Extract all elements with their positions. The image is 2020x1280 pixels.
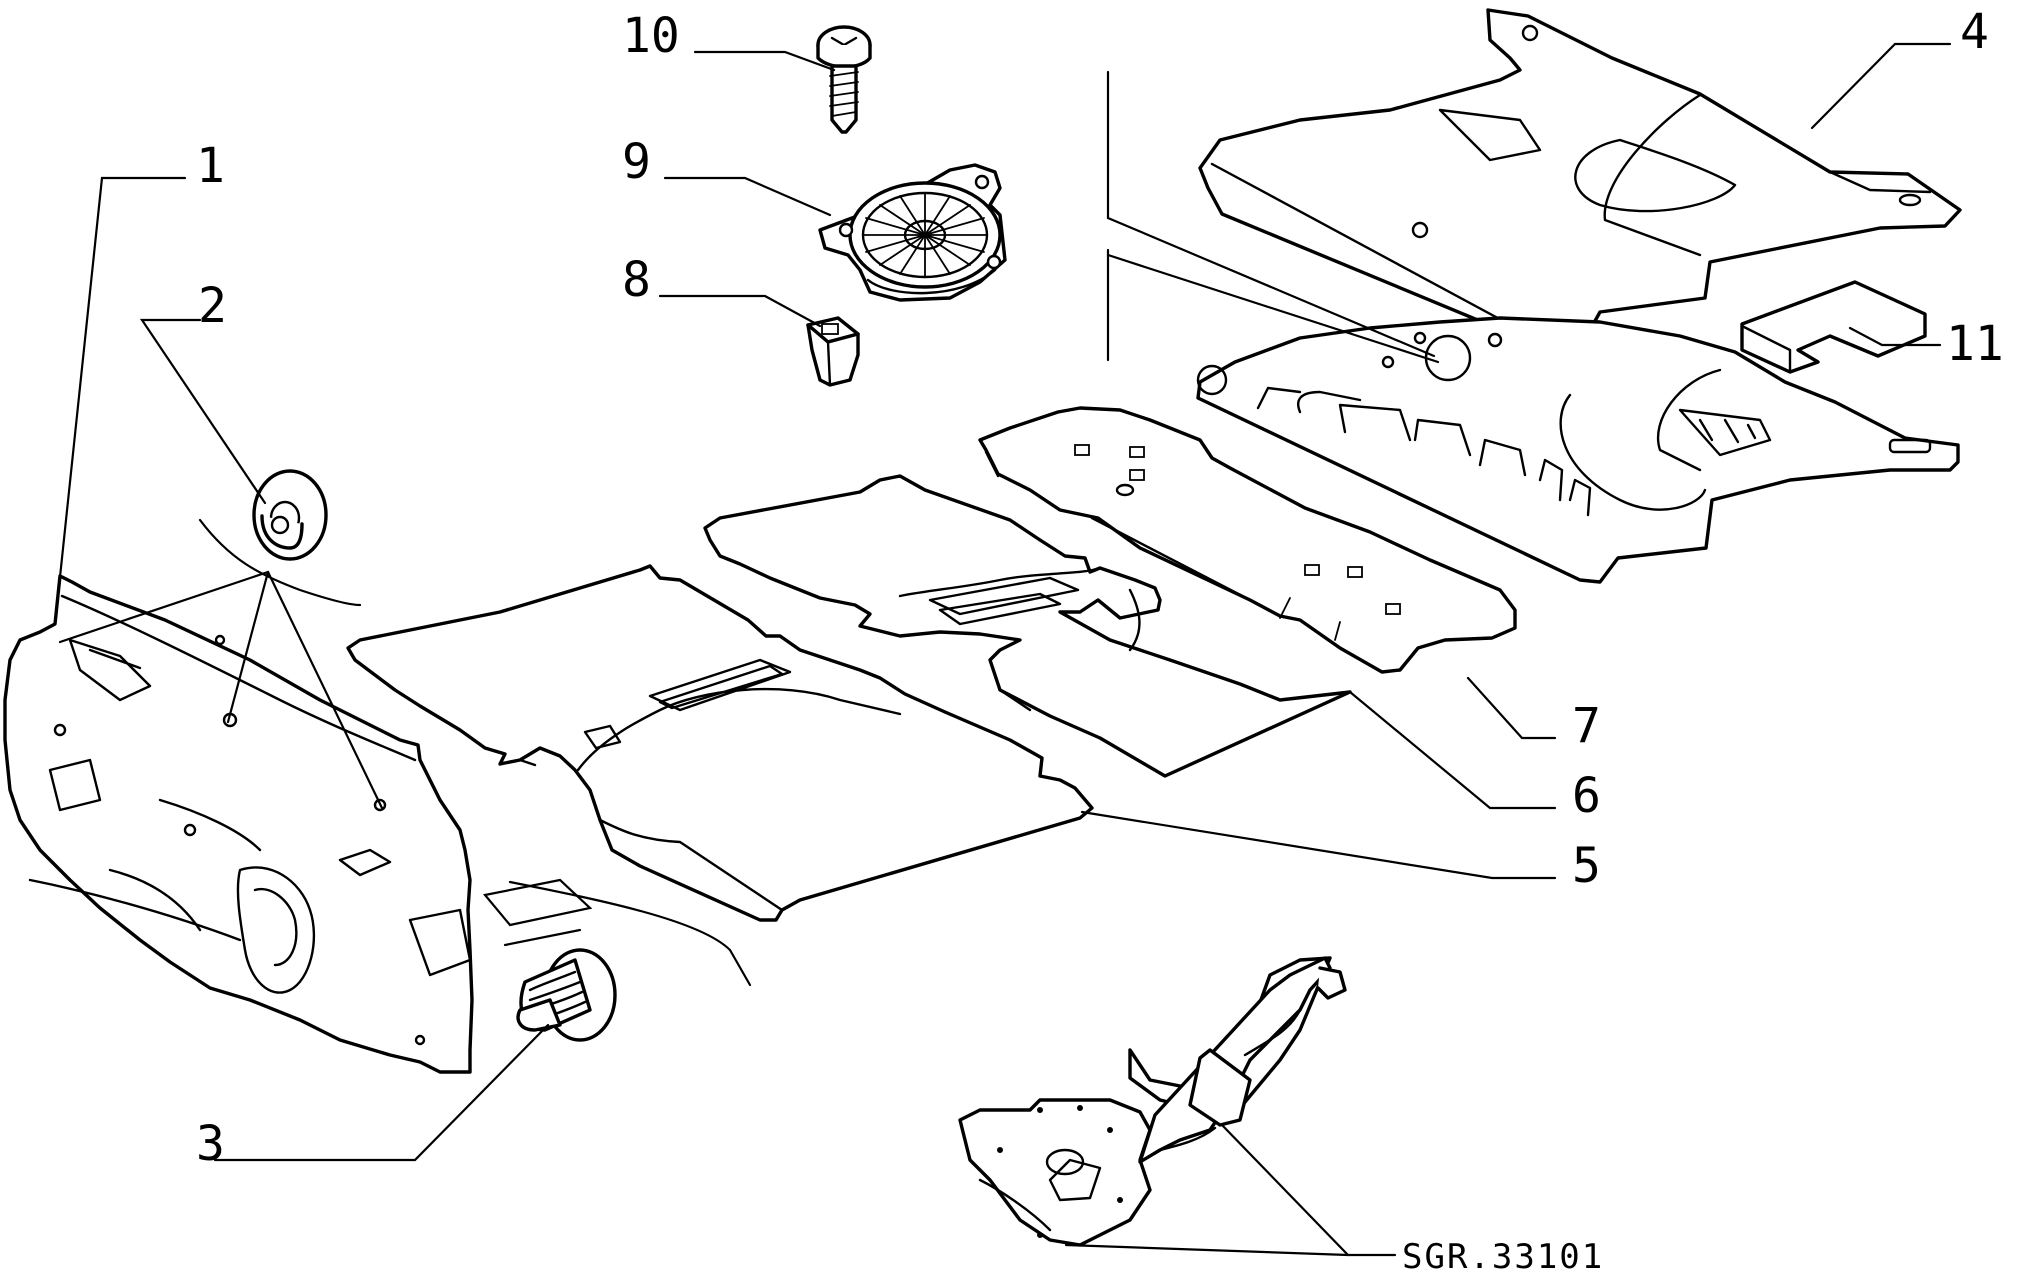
callout-7: 7 (1572, 698, 1601, 754)
drawing-reference-code: SGR.33101 (1402, 1237, 1604, 1277)
guide-line-1 (198, 518, 362, 607)
callout-3: 3 (196, 1116, 225, 1172)
leader-lines (56, 42, 1952, 1257)
front-frame-rail-assembly (958, 956, 1347, 1247)
part-2-plastic-clip (252, 469, 328, 561)
callout-11: 11 (1946, 316, 2004, 372)
callout-1: 1 (196, 138, 225, 194)
floor-pan-sheet-metal (1196, 316, 1960, 584)
part-6-centre-floor-mat (703, 474, 1352, 778)
callout-4: 4 (1960, 4, 1989, 60)
part-10-screw (816, 25, 872, 134)
callout-8: 8 (622, 252, 651, 308)
part-7-middle-floor-mat (978, 406, 1517, 674)
part-3-grommet (516, 948, 617, 1042)
guide-line-2 (482, 878, 593, 927)
guide-line-3 (503, 928, 582, 947)
part-1-dashboard-insulation (3, 574, 474, 1074)
guide-line-4 (508, 880, 752, 987)
callout-5: 5 (1572, 838, 1601, 894)
callout-9: 9 (622, 134, 651, 190)
callout-6: 6 (1572, 768, 1601, 824)
part-9-loudspeaker (818, 163, 1007, 302)
callout-10: 10 (622, 8, 680, 64)
part-5-front-floor-mat (346, 564, 1094, 922)
callout-2: 2 (198, 278, 227, 334)
part-8-retaining-clip (806, 316, 860, 387)
part-11-foam-pad (1740, 280, 1927, 374)
callout-labels: 1 2 3 4 5 6 7 8 9 10 11 SGR.33101 (196, 4, 2004, 1277)
